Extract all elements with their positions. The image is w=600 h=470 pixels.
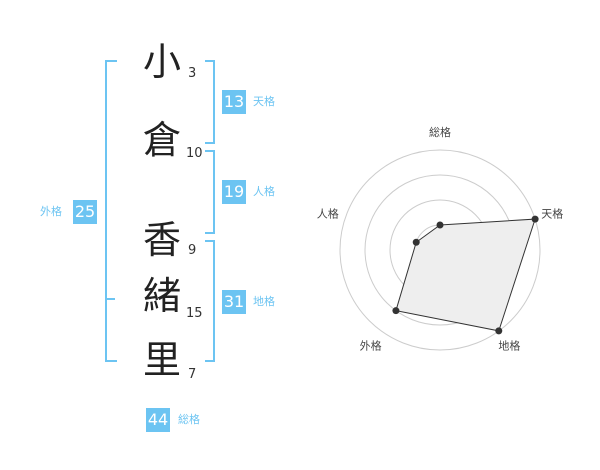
gaikaku-value-badge: 25 xyxy=(73,200,97,224)
radar-data-polygon xyxy=(395,218,536,332)
stroke-count-5: 7 xyxy=(188,367,197,382)
stroke-count-1: 3 xyxy=(188,66,197,81)
soukaku-label: 総格 xyxy=(178,413,200,426)
radar-point-5 xyxy=(412,238,420,246)
tenkaku-bracket xyxy=(205,60,215,144)
soukaku-value-badge: 44 xyxy=(146,408,170,432)
gaikaku-bracket xyxy=(105,60,117,362)
radar-point-3 xyxy=(495,327,503,335)
gaikaku-bracket-tick xyxy=(105,298,115,300)
stroke-count-4: 15 xyxy=(186,306,203,321)
gaikaku-label: 外格 xyxy=(40,205,62,218)
radar-axis-label-5: 人格 xyxy=(317,207,339,221)
radar-point-1 xyxy=(436,221,444,229)
radar-axis-label-2: 天格 xyxy=(541,207,563,221)
name-char-5: 里 xyxy=(142,338,181,382)
tenkaku-value-badge: 13 xyxy=(222,90,246,114)
tenkaku-label: 天格 xyxy=(253,95,275,108)
radar-point-4 xyxy=(392,307,400,315)
radar-grid-ring xyxy=(339,149,541,351)
name-char-2: 倉 xyxy=(142,118,181,162)
name-char-4: 緒 xyxy=(142,274,181,318)
stroke-count-2: 10 xyxy=(186,146,203,161)
chikaku-label: 地格 xyxy=(253,295,275,308)
name-char-1: 小 xyxy=(142,40,181,84)
chikaku-value-badge: 31 xyxy=(222,290,246,314)
jinkaku-bracket xyxy=(205,150,215,234)
stroke-count-3: 9 xyxy=(188,243,197,258)
jinkaku-label: 人格 xyxy=(253,185,275,198)
jinkaku-value-badge: 19 xyxy=(222,180,246,204)
chikaku-bracket xyxy=(205,240,215,362)
radar-point-2 xyxy=(531,215,539,223)
name-char-3: 香 xyxy=(142,218,181,262)
radar-axis-label-1: 総格 xyxy=(429,125,451,139)
radar-axis-label-3: 地格 xyxy=(498,338,520,352)
radar-axis-label-4: 外格 xyxy=(360,338,382,352)
